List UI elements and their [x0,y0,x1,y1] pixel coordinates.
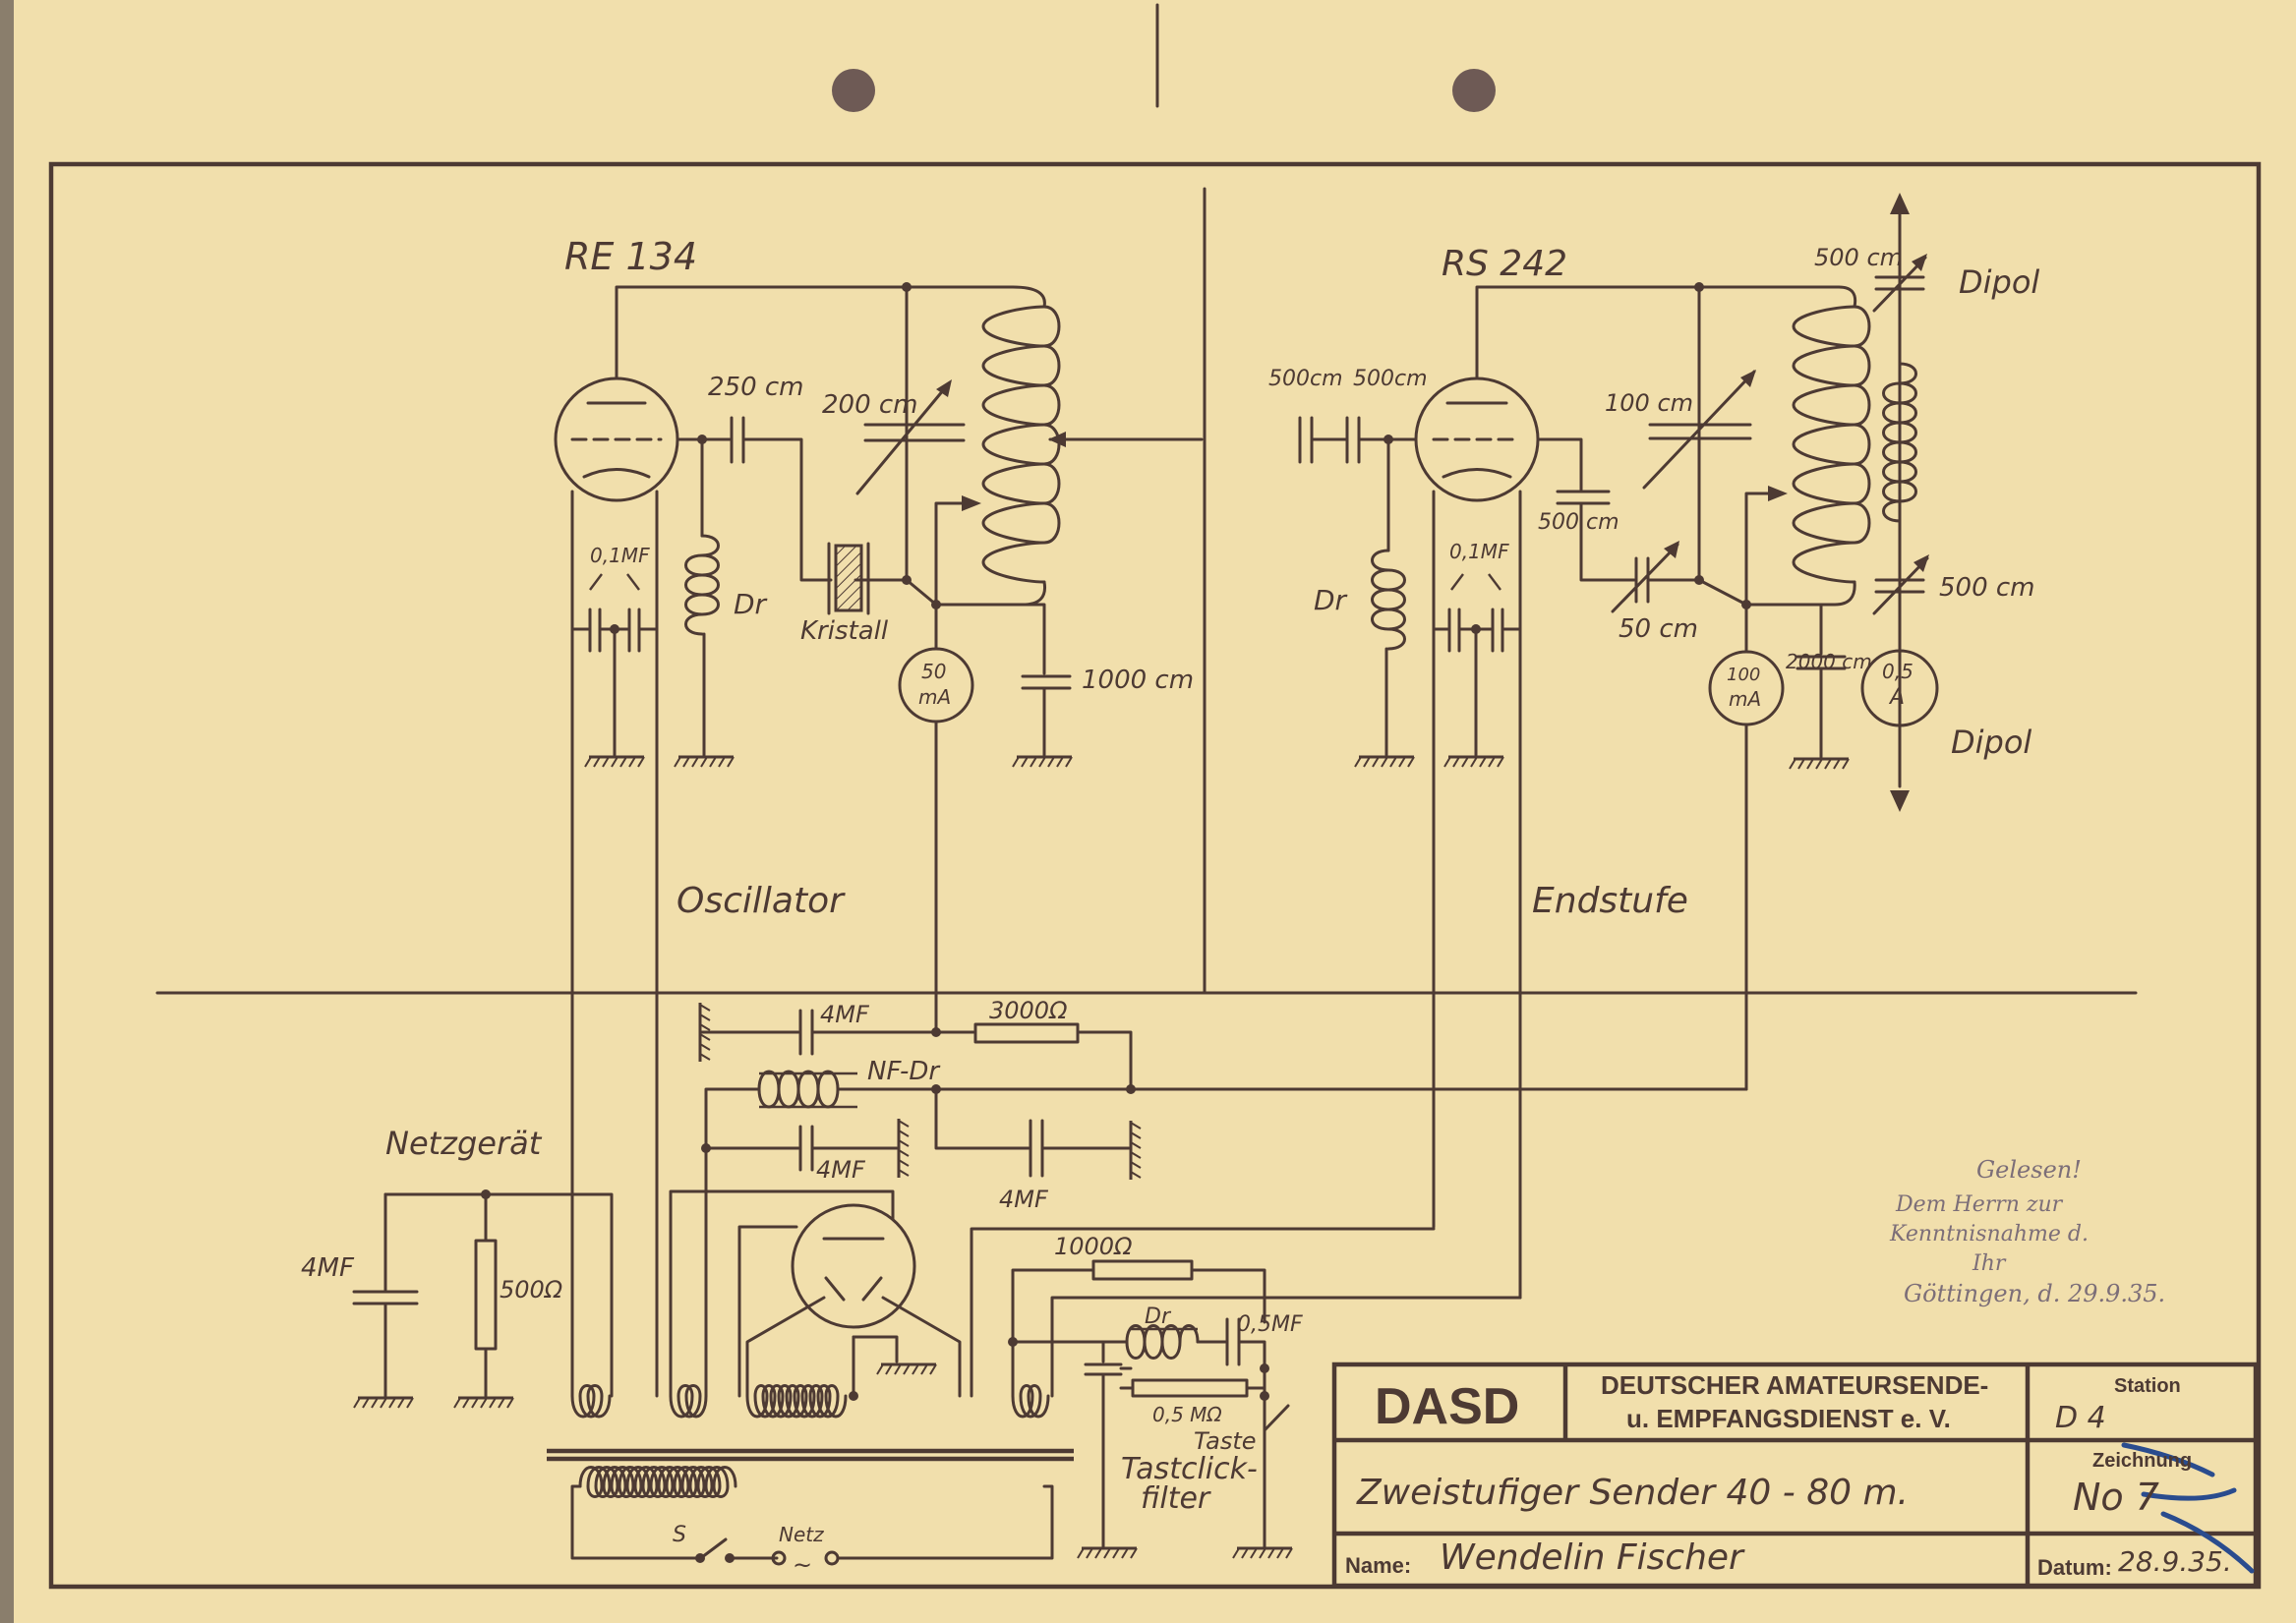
label-dipol-bot: Dipol [1951,724,2031,761]
label-rs242: RS 242 [1442,244,1567,284]
osc-tank-coil [981,305,1061,584]
label-4mf-psu: 4MF [301,1253,355,1283]
meter-05-bot: A [1888,685,1905,710]
station-label: Station [2114,1375,2181,1397]
label-dr-filter: Dr [1145,1304,1172,1329]
label-c250: 250 cm [708,373,804,402]
label-c01-left: 0,1MF [590,544,650,567]
label-r3000: 3000Ω [989,997,1068,1024]
name-label: Name: [1345,1553,1411,1578]
label-filter-2: filter [1141,1481,1211,1516]
osc-grid-choke [684,534,720,636]
punch-hole-right [1452,69,1496,112]
label-c500a: 500cm [1268,367,1343,391]
title-block [1331,1362,2259,1589]
org-line-2: u. EMPFANGSDIENST e. V. [1626,1404,1951,1433]
label-c2000: 2000 cm [1786,650,1872,673]
filter-choke [1125,1324,1200,1360]
label-c01-right: 0,1MF [1449,540,1509,563]
meter-05a [1860,649,1939,727]
blue-pencil-correction [2121,1442,2255,1574]
label-kristall: Kristall [800,616,889,646]
out-tank-coil [1792,305,1871,584]
label-oscillator: Oscillator [677,881,846,921]
resistor-3000 [973,1022,1080,1044]
label-re134: RE 134 [564,235,697,278]
label-c200: 200 cm [822,390,918,420]
meter-05-top: 0,5 [1882,660,1913,683]
power-transformer [547,1384,1074,1498]
resistor-05m [1131,1378,1249,1398]
label-r1000: 1000Ω [1054,1233,1133,1260]
resistor-1000 [1091,1259,1194,1281]
annotation-line-4: Ihr [1972,1251,2007,1276]
tube-rs242 [1414,377,1540,502]
label-c50: 50 cm [1619,614,1698,644]
tube-re134 [554,377,679,502]
rectifier-tube [791,1203,916,1329]
label-netz-sym: ~ [793,1551,812,1579]
label-dipol-top: Dipol [1959,263,2039,301]
meter-100-top: 100 [1727,665,1760,685]
drawing-label: Zeichnung [2092,1450,2192,1472]
label-c500b: 500cm [1353,367,1428,391]
org-line-1: DEUTSCHER AMATEURSENDE- [1601,1370,1988,1400]
date-value: 28.9.35. [2118,1545,2232,1578]
resistor-500 [474,1239,498,1351]
label-filter-1: Tastclick- [1121,1452,1258,1486]
drawing-title: Zweistufiger Sender 40 - 80 m. [1356,1473,1909,1513]
label-4mf-1: 4MF [820,1001,870,1028]
label-c05mf: 0,5MF [1237,1312,1303,1337]
label-r05m: 0,5 MΩ [1152,1403,1222,1426]
label-netzgeraet: Netzgerät [385,1125,543,1162]
label-4mf-2: 4MF [816,1156,866,1184]
out-grid-choke [1371,549,1406,651]
crystal-symbol [834,544,863,612]
station-value: D 4 [2055,1401,2106,1435]
annotation-line-3: Kenntnisnahme d. [1889,1222,2089,1246]
name-value: Wendelin Fischer [1440,1537,1745,1578]
label-4mf-3: 4MF [999,1186,1049,1213]
punch-hole-left [832,69,875,112]
drawing-value: No 7 [2073,1476,2159,1519]
label-switch-s: S [673,1523,686,1547]
label-c500-grid: 500 cm [1538,510,1619,535]
meter-50-top: 50 [921,660,946,683]
osc-plate-line [615,285,1046,380]
label-netz: Netz [779,1523,824,1546]
meter-100-bot: mA [1729,687,1761,711]
drawing-border [48,161,2262,1590]
meter-50-bot: mA [918,685,951,709]
label-c100: 100 cm [1605,389,1693,417]
label-dr-left: Dr [734,588,768,620]
label-c500-ant-bot: 500 cm [1939,573,2035,603]
label-taste: Taste [1194,1427,1257,1455]
label-c500-ant-top: 500 cm [1814,244,1903,271]
label-r500: 500Ω [500,1276,563,1304]
nf-choke [757,1070,840,1109]
mains-switch [700,1537,728,1559]
org-short: DASD [1375,1378,1519,1435]
date-label: Datum: [2037,1555,2112,1580]
label-c1000: 1000 cm [1082,666,1194,695]
label-dr-right: Dr [1314,584,1348,616]
annotation-line-1: Gelesen! [1976,1156,2082,1184]
annotation-line-2: Dem Herrn zur [1895,1192,2064,1217]
label-endstufe: Endstufe [1532,881,1688,921]
paper-edge [0,0,14,1623]
annotation-line-5: Göttingen, d. 29.9.35. [1904,1280,2165,1307]
label-nf-dr: NF-Dr [867,1057,941,1086]
antenna-coil [1882,362,1917,523]
